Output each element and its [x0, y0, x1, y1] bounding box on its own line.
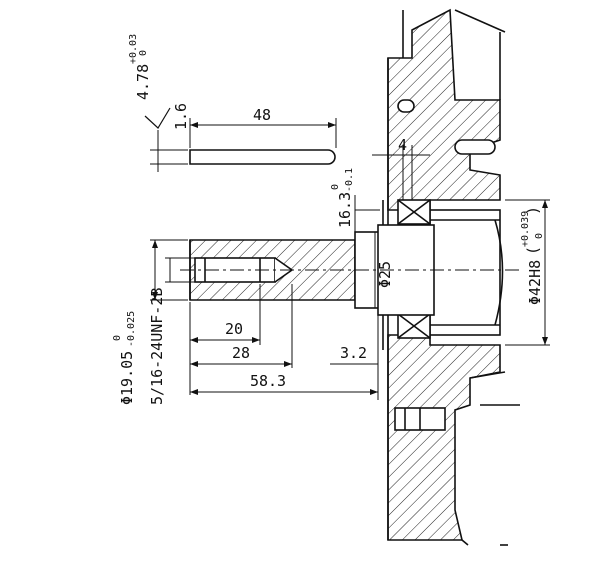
key-outline — [189, 149, 336, 165]
key-height-tol-upper: +0.03 — [128, 34, 139, 64]
housing-bore-paren-close: ) — [524, 206, 542, 215]
total-length-label: 58.3 — [250, 372, 286, 390]
dimension-text: 48 4.78 +0.03 0 1.6 4 16.3 0 -0.1 Φ19.05… — [112, 34, 545, 405]
key-length-label: 48 — [253, 106, 271, 124]
housing-bore-paren-open: ( — [524, 246, 542, 255]
housing-bore-tol-upper: +0.039 — [520, 211, 531, 247]
shaft-length-tol-label: 16.3 — [336, 192, 354, 228]
dimension-lines — [150, 145, 550, 400]
roughness-symbol — [144, 107, 171, 129]
arrowheads — [152, 122, 548, 395]
housing-bore-label: Φ42H8 — [526, 260, 544, 305]
bearing-bore-label: Φ25 — [376, 261, 394, 288]
hole-depth-label: 28 — [232, 344, 250, 362]
bearing — [397, 199, 431, 339]
roughness-label: 1.6 — [172, 103, 190, 130]
shaft-length-tol-lower: -0.1 — [344, 168, 355, 192]
shaft-diameter-tol-lower: -0.025 — [126, 311, 137, 347]
thread-depth-label: 20 — [225, 320, 243, 338]
oil-slot-upper — [397, 99, 415, 113]
thread-spec-label: 5/16-24UNF-2B — [148, 288, 166, 405]
oil-slot-mid — [454, 139, 496, 155]
key-height-tol-lower: 0 — [138, 50, 149, 56]
key-height-label: 4.78 — [134, 64, 152, 100]
housing-bore — [429, 209, 501, 336]
keyway-width-label: 4 — [398, 136, 407, 154]
shoulder-offset-label: 3.2 — [340, 344, 367, 362]
shaft-diameter-tol-upper: 0 — [112, 335, 123, 341]
key-part — [144, 107, 337, 172]
housing-lower-hatch — [387, 334, 501, 541]
shaft-diameter-label: Φ19.05 — [118, 351, 136, 405]
housing-bore-tol-lower: 0 — [534, 233, 545, 239]
shaft-length-tol-upper: 0 — [330, 184, 341, 190]
